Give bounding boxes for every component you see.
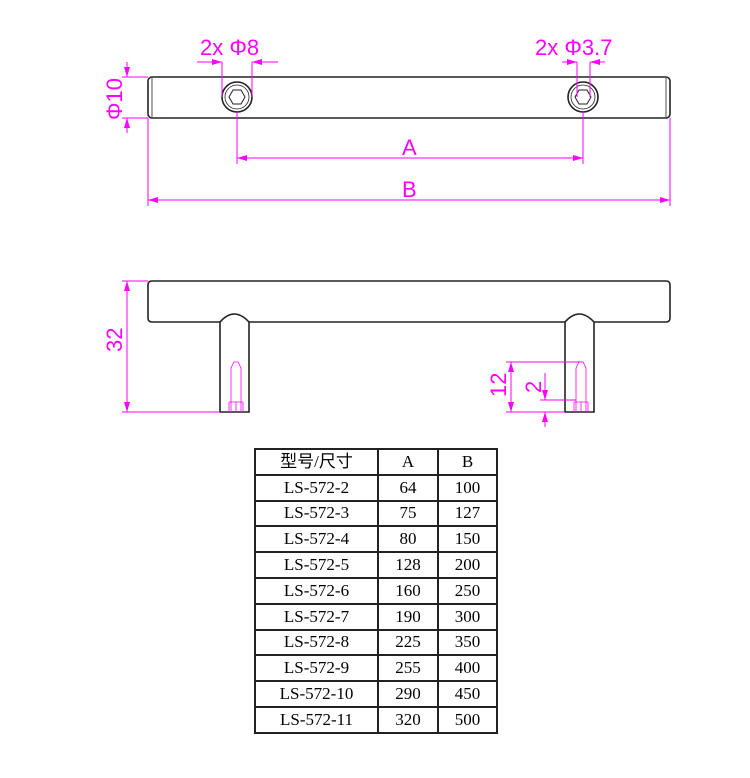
cell-model: LS-572-3 xyxy=(254,499,379,528)
cell-b: 350 xyxy=(437,628,498,657)
screw-hole-left xyxy=(221,81,253,113)
technical-drawing: 2x Φ8 2x Φ3.7 Φ10 A B 32 12 2 xyxy=(102,35,671,427)
cell-a: 160 xyxy=(377,576,439,605)
leg-left xyxy=(219,313,250,413)
header-a: A xyxy=(377,448,439,476)
cell-a: 128 xyxy=(377,551,439,579)
cell-b: 127 xyxy=(437,499,498,528)
screw-hole-right xyxy=(567,81,599,113)
height-label: 32 xyxy=(102,328,127,352)
side-view xyxy=(147,280,671,413)
cell-model: LS-572-11 xyxy=(254,705,379,734)
dim-b-label: B xyxy=(402,177,417,202)
cell-b: 150 xyxy=(437,525,498,554)
cell-a: 290 xyxy=(377,680,439,708)
dim-a-label: A xyxy=(402,135,417,160)
cell-b: 450 xyxy=(437,680,498,708)
cell-a: 64 xyxy=(377,473,439,502)
top-view xyxy=(147,76,671,119)
diameter-label: Φ10 xyxy=(102,78,127,120)
table-header-row: 型号/尺寸 A B xyxy=(254,448,498,476)
cell-model: LS-572-10 xyxy=(254,680,379,708)
cell-model: LS-572-4 xyxy=(254,525,379,554)
offset-label: 2 xyxy=(521,381,546,393)
leg-right xyxy=(564,313,595,413)
hole-right-label: 2x Φ3.7 xyxy=(535,35,612,60)
hole-left-label: 2x Φ8 xyxy=(200,35,259,60)
cell-b: 400 xyxy=(437,654,498,683)
header-b: B xyxy=(437,448,498,476)
handle-bar-side xyxy=(147,280,671,323)
cell-a: 320 xyxy=(377,705,439,734)
cell-model: LS-572-7 xyxy=(254,602,379,631)
cell-b: 200 xyxy=(437,551,498,579)
cell-b: 300 xyxy=(437,602,498,631)
cell-model: LS-572-5 xyxy=(254,551,379,579)
cell-a: 225 xyxy=(377,628,439,657)
cell-model: LS-572-2 xyxy=(254,473,379,502)
cell-a: 255 xyxy=(377,654,439,683)
cell-model: LS-572-6 xyxy=(254,576,379,605)
cell-model: LS-572-9 xyxy=(254,654,379,683)
header-model: 型号/尺寸 xyxy=(254,448,379,476)
cell-a: 80 xyxy=(377,525,439,554)
cell-b: 100 xyxy=(437,473,498,502)
cell-model: LS-572-8 xyxy=(254,628,379,657)
cell-a: 190 xyxy=(377,602,439,631)
cell-a: 75 xyxy=(377,499,439,528)
cell-b: 500 xyxy=(437,705,498,734)
thread-label: 12 xyxy=(486,373,511,397)
cell-b: 250 xyxy=(437,576,498,605)
side-view-dimensions xyxy=(122,280,582,427)
top-view-dimensions xyxy=(122,59,671,206)
handle-bar-top xyxy=(147,76,671,119)
